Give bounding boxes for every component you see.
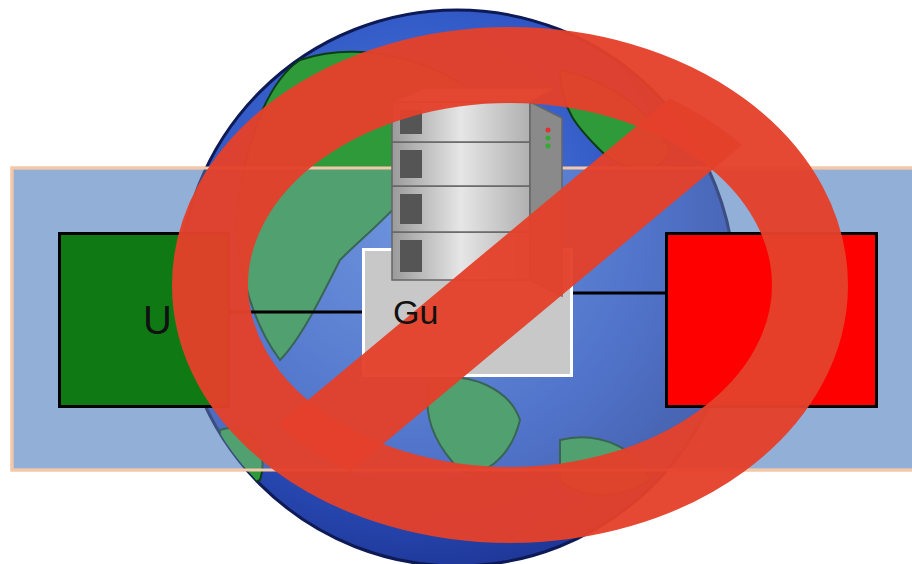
- box-label: Gu: [393, 294, 438, 331]
- box-label: U: [143, 298, 172, 342]
- prohibition-sign: [210, 60, 810, 510]
- connector-line: [573, 292, 665, 295]
